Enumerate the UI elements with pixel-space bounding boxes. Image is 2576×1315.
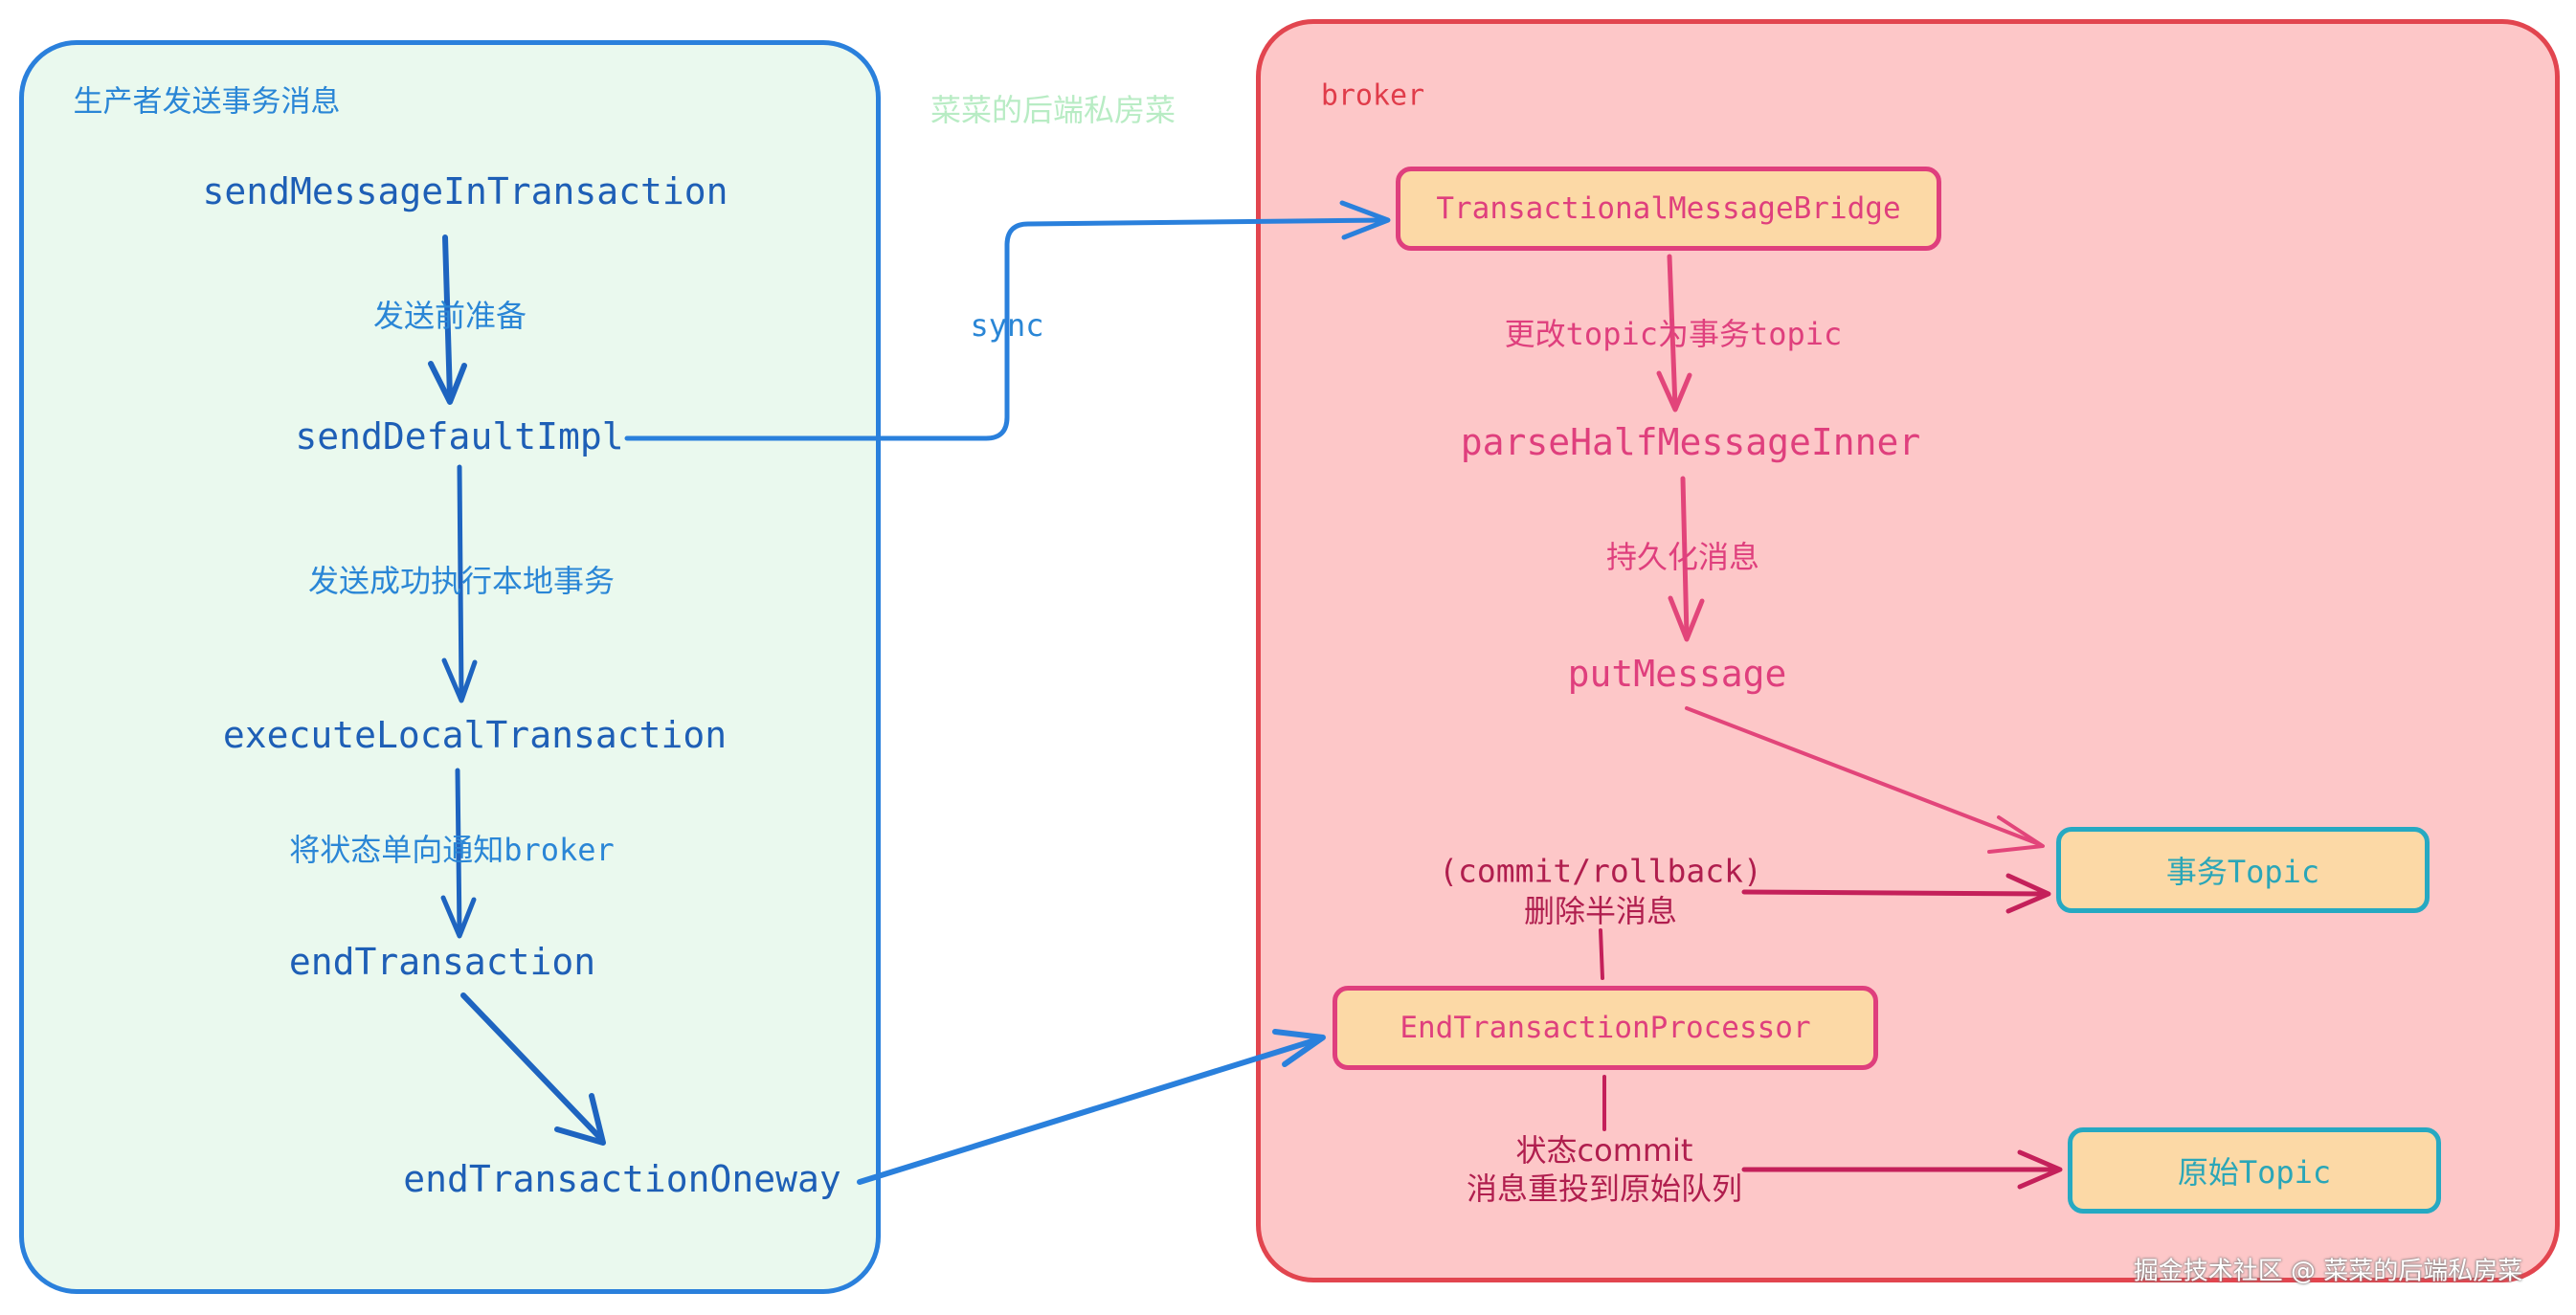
edge-label-delete-half: 删除半消息: [1523, 893, 1678, 929]
arrow-end-to-oneway: [460, 992, 604, 1142]
producer-panel: [19, 40, 881, 1294]
node-put-message: putMessage: [1567, 653, 1787, 695]
edge-label-commit-rollback: (commit/rollback): [1439, 852, 1762, 890]
arrow-sync: [624, 217, 1389, 441]
node-end-transaction-processor-label: EndTransactionProcessor: [1400, 1011, 1811, 1045]
node-send-message-in-transaction: sendMessageInTransaction: [202, 170, 728, 212]
arrow-parse-to-put: [1680, 476, 1690, 639]
arrow-send-to-default: [442, 234, 453, 400]
sync-label: sync: [970, 307, 1044, 344]
node-orig-topic: 原始Topic: [2068, 1127, 2441, 1214]
arrow-bridge-to-parse: [1667, 254, 1678, 410]
notify-broker-prefix: 将状态单向通知: [289, 832, 504, 868]
producer-title: 生产者发送事务消息: [73, 84, 341, 120]
edge-label-redeliver: 消息重投到原始队列: [1466, 1170, 1743, 1207]
edge-label-persist: 持久化消息: [1605, 539, 1760, 575]
node-execute-local-transaction: executeLocalTransaction: [222, 714, 728, 756]
arrow-oneway-to-processor: [857, 1036, 1324, 1185]
footer-watermark: 掘金技术社区 @ 菜菜的后端私房菜: [2133, 1257, 2523, 1286]
broker-title: broker: [1320, 78, 1425, 113]
node-tx-topic: 事务Topic: [2056, 827, 2430, 913]
arrow-delete-half: [1741, 889, 2050, 897]
node-bridge: TransactionalMessageBridge: [1396, 167, 1941, 251]
arrow-default-to-execute: [457, 464, 464, 700]
node-send-default-impl: sendDefaultImpl: [295, 415, 624, 457]
edge-label-change-topic: 更改topic为事务topic: [1504, 316, 1843, 352]
edge-label-state-commit: 状态commit: [1515, 1132, 1693, 1169]
edge-label-prepare: 发送前准备: [372, 298, 527, 334]
node-tx-topic-label: 事务Topic: [2165, 854, 2320, 890]
node-end-transaction-processor: EndTransactionProcessor: [1333, 986, 1878, 1070]
edge-label-execute-local: 发送成功执行本地事务: [307, 563, 616, 599]
node-end-transaction: endTransaction: [288, 941, 596, 983]
node-parse-half-message: parseHalfMessageInner: [1460, 421, 1921, 463]
notify-broker-suffix: broker: [504, 832, 615, 868]
arrow-execute-to-end: [455, 768, 462, 936]
node-bridge-label: TransactionalMessageBridge: [1436, 191, 1901, 226]
watermark-top: 菜菜的后端私房菜: [930, 92, 1176, 128]
edge-label-notify-broker: 将状态单向通知broker: [289, 826, 615, 870]
node-end-transaction-oneway: endTransactionOneway: [403, 1158, 841, 1200]
node-orig-topic-label: 原始Topic: [2177, 1154, 2332, 1191]
arrow-put-to-txtopic: [1685, 706, 2041, 846]
line-processor-up: [1599, 928, 1604, 980]
